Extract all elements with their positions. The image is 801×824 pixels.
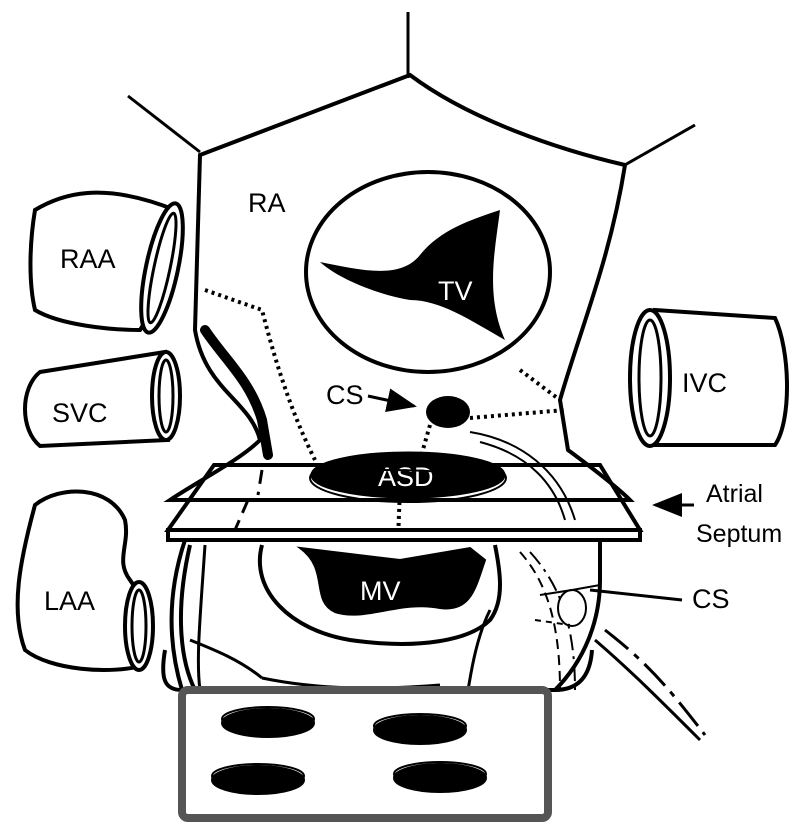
cs-top-label: CS bbox=[326, 380, 364, 410]
inferior-vena-cava: IVC bbox=[630, 310, 787, 446]
tricuspid-valve: TV bbox=[306, 172, 550, 372]
svc-label: SVC bbox=[52, 398, 108, 428]
ra-label: RA bbox=[248, 188, 286, 218]
atrial-septal-defect: ASD bbox=[310, 453, 506, 502]
atrial-septum-label-line2: Septum bbox=[696, 520, 782, 548]
right-atrial-appendage: RAA bbox=[30, 193, 191, 336]
atrial-septum-label-line1: Atrial bbox=[706, 480, 763, 508]
cs-right-callout: CS bbox=[590, 584, 730, 614]
retractor-plate bbox=[182, 690, 548, 818]
atrial-septum-callout: Atrial Septum bbox=[655, 480, 782, 548]
left-atrial-appendage: LAA bbox=[18, 491, 153, 670]
raa-label: RAA bbox=[60, 244, 116, 274]
laa-label: LAA bbox=[44, 586, 95, 616]
cs-right-label: CS bbox=[692, 584, 730, 614]
superior-vena-cava: SVC bbox=[25, 352, 180, 446]
tv-label: TV bbox=[438, 276, 473, 306]
ivc-label: IVC bbox=[682, 368, 727, 398]
mv-label: MV bbox=[360, 576, 401, 606]
